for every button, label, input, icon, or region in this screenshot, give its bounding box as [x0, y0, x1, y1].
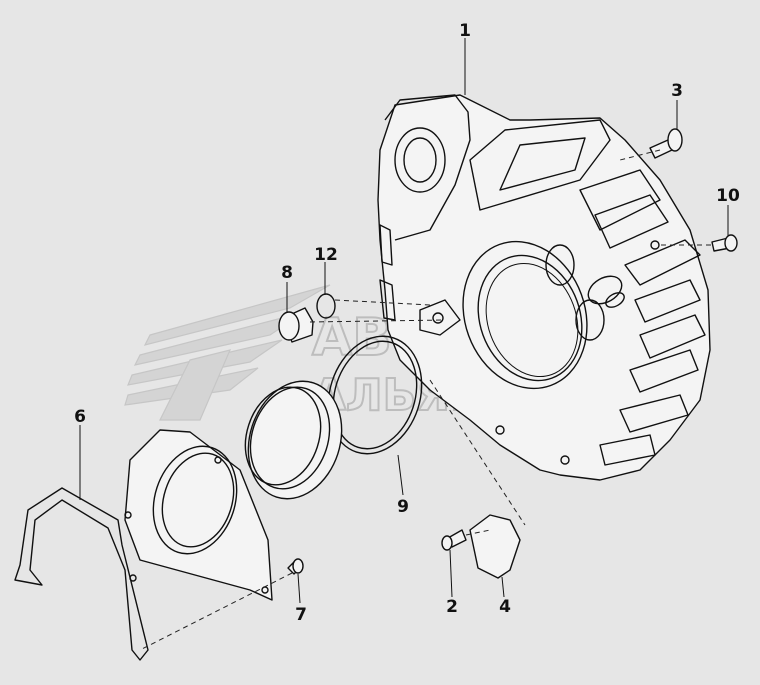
- label-part-7: 7: [295, 605, 307, 625]
- o-ring-12: [316, 293, 336, 319]
- cover-plate-4: [469, 514, 521, 579]
- bolt-7: [287, 558, 304, 575]
- flywheel-housing: [377, 94, 711, 481]
- label-part-6: 6: [74, 407, 86, 427]
- o-ring-9: [327, 335, 423, 455]
- assembly-lines: [139, 149, 711, 651]
- oil-seal: [244, 380, 343, 500]
- bolt-3: [649, 128, 683, 159]
- bolt-2: [441, 529, 467, 551]
- label-part-12: 12: [314, 245, 338, 265]
- label-part-9: 9: [397, 497, 409, 517]
- label-part-3: 3: [671, 81, 683, 101]
- label-part-4: 4: [499, 597, 511, 617]
- plug-8: [278, 307, 314, 343]
- label-part-10: 10: [716, 186, 740, 206]
- leader-lines: [79, 38, 729, 604]
- part-labels: 1 2 3 4 6 7 8 9 10 12: [74, 21, 740, 625]
- bolt-10: [711, 234, 738, 252]
- label-part-1: 1: [459, 21, 471, 41]
- gasket-6: [14, 487, 149, 661]
- label-part-2: 2: [446, 597, 458, 617]
- seal-housing: [124, 429, 273, 601]
- label-part-8: 8: [281, 263, 293, 283]
